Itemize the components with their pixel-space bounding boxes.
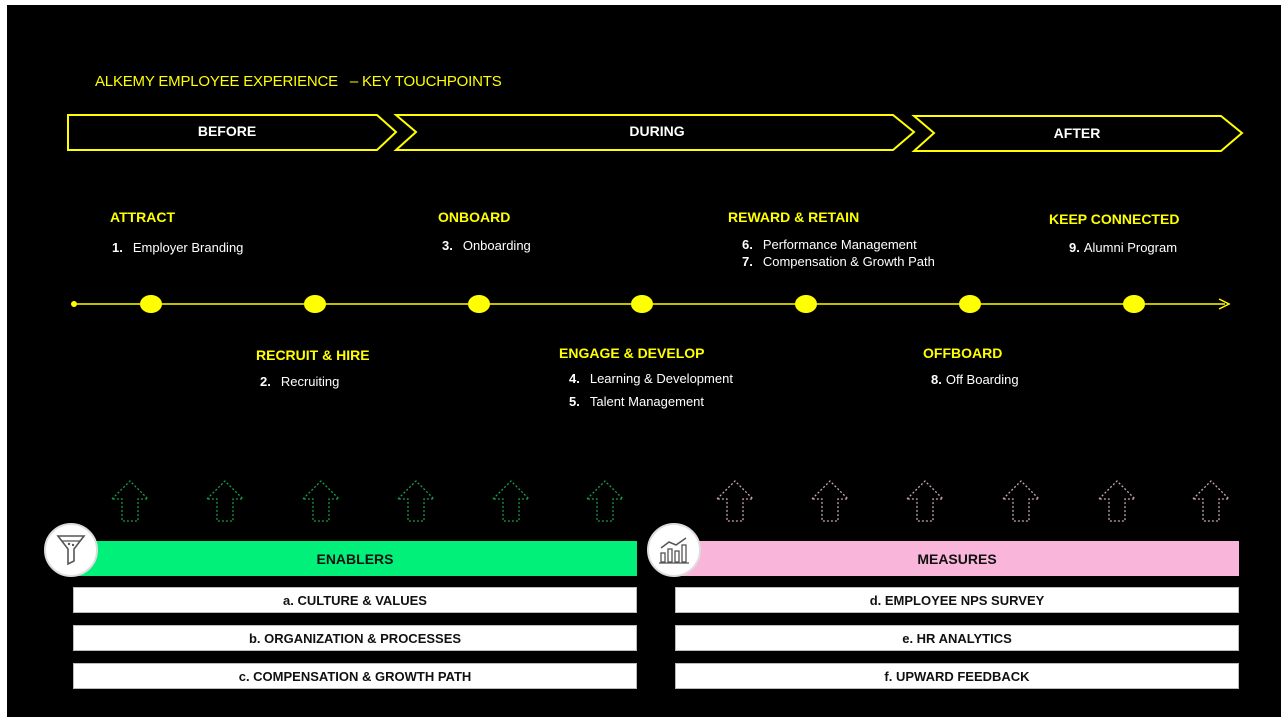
- measure-item: e. HR ANALYTICS: [675, 625, 1239, 651]
- stage-reward-retain: REWARD & RETAIN 6.Performance Management…: [728, 209, 935, 269]
- stage-title: OFFBOARD: [923, 345, 1003, 361]
- stage-attract: ATTRACT 1.Employer Branding: [110, 209, 243, 255]
- stage-recruit-hire: RECRUIT & HIRE 2.Recruiting: [256, 347, 370, 389]
- enablers-bar: ENABLERS: [73, 541, 637, 576]
- up-arrow-icon: [206, 480, 244, 522]
- enabler-item: c. COMPENSATION & GROWTH PATH: [73, 663, 637, 689]
- stage-offboard: OFFBOARD 8.Off Boarding: [923, 345, 1019, 387]
- stage-title: ONBOARD: [438, 209, 511, 225]
- timeline-node-7: [1123, 295, 1145, 313]
- timeline-node-6: [959, 295, 981, 313]
- up-arrow-icon: [1098, 480, 1136, 522]
- measures-label: MEASURES: [917, 550, 997, 567]
- up-arrow-icon: [906, 480, 944, 522]
- stage-keep-connected: KEEP CONNECTED 9.Alumni Program: [1049, 211, 1179, 255]
- phase-before-label: BEFORE: [197, 123, 257, 139]
- stage-item: 7.Compensation & Growth Path: [742, 254, 935, 269]
- up-arrow-icon: [111, 480, 149, 522]
- timeline-node-4: [631, 295, 653, 313]
- up-arrow-icon: [302, 480, 340, 522]
- stage-item: 5.Talent Management: [569, 394, 705, 409]
- stage-item: 9.Alumni Program: [1069, 240, 1178, 255]
- timeline-node-5: [795, 295, 817, 313]
- stage-item: 4.Learning & Development: [569, 371, 733, 386]
- up-arrow-icon: [811, 480, 849, 522]
- measure-item: f. UPWARD FEEDBACK: [675, 663, 1239, 689]
- stage-item: 1.Employer Branding: [112, 240, 244, 255]
- chevron-before: [67, 114, 398, 151]
- up-arrow-icon: [492, 480, 530, 522]
- stage-title: RECRUIT & HIRE: [256, 347, 370, 363]
- up-arrow-icon: [397, 480, 435, 522]
- stage-onboard: ONBOARD 3.Onboarding: [438, 209, 531, 253]
- stage-title: ENGAGE & DEVELOP: [559, 345, 705, 361]
- stage-title: KEEP CONNECTED: [1049, 211, 1180, 227]
- measures-bar: MEASURES: [675, 541, 1239, 576]
- measure-item: d. EMPLOYEE NPS SURVEY: [675, 587, 1239, 613]
- timeline-start-dot: [71, 301, 77, 307]
- stage-engage-develop: ENGAGE & DEVELOP 4.Learning & Developmen…: [559, 345, 733, 409]
- stage-item: 6.Performance Management: [742, 237, 917, 252]
- phase-during-label: DURING: [629, 123, 685, 139]
- timeline: [71, 295, 1231, 313]
- stage-item: 8.Off Boarding: [931, 372, 1019, 387]
- up-arrow-icon: [1002, 480, 1040, 522]
- chevron-during: [393, 114, 916, 151]
- stage-item: 3.Onboarding: [442, 238, 531, 253]
- up-arrow-icon: [1192, 480, 1230, 522]
- enablers-label: ENABLERS: [316, 550, 394, 567]
- slide: ALKEMY EMPLOYEE EXPERIENCE – KEY TOUCHPO…: [7, 5, 1281, 717]
- stage-title: ATTRACT: [110, 209, 176, 225]
- up-arrow-icon: [716, 480, 754, 522]
- page-title: ALKEMY EMPLOYEE EXPERIENCE – KEY TOUCHPO…: [95, 73, 502, 90]
- funnel-icon: [44, 523, 98, 577]
- chart-icon: [647, 523, 701, 577]
- timeline-node-3: [468, 295, 490, 313]
- stage-item: 2.Recruiting: [260, 374, 340, 389]
- timeline-node-2: [304, 295, 326, 313]
- stage-title: REWARD & RETAIN: [728, 209, 860, 225]
- up-arrow-icon: [586, 480, 624, 522]
- timeline-node-1: [140, 295, 162, 313]
- enabler-item: a. CULTURE & VALUES: [73, 587, 637, 613]
- enabler-item: b. ORGANIZATION & PROCESSES: [73, 625, 637, 651]
- phase-after-label: AFTER: [1053, 125, 1101, 141]
- chevron-after: [911, 115, 1244, 152]
- phase-chevrons: [67, 114, 1244, 152]
- up-arrows: [111, 480, 1230, 522]
